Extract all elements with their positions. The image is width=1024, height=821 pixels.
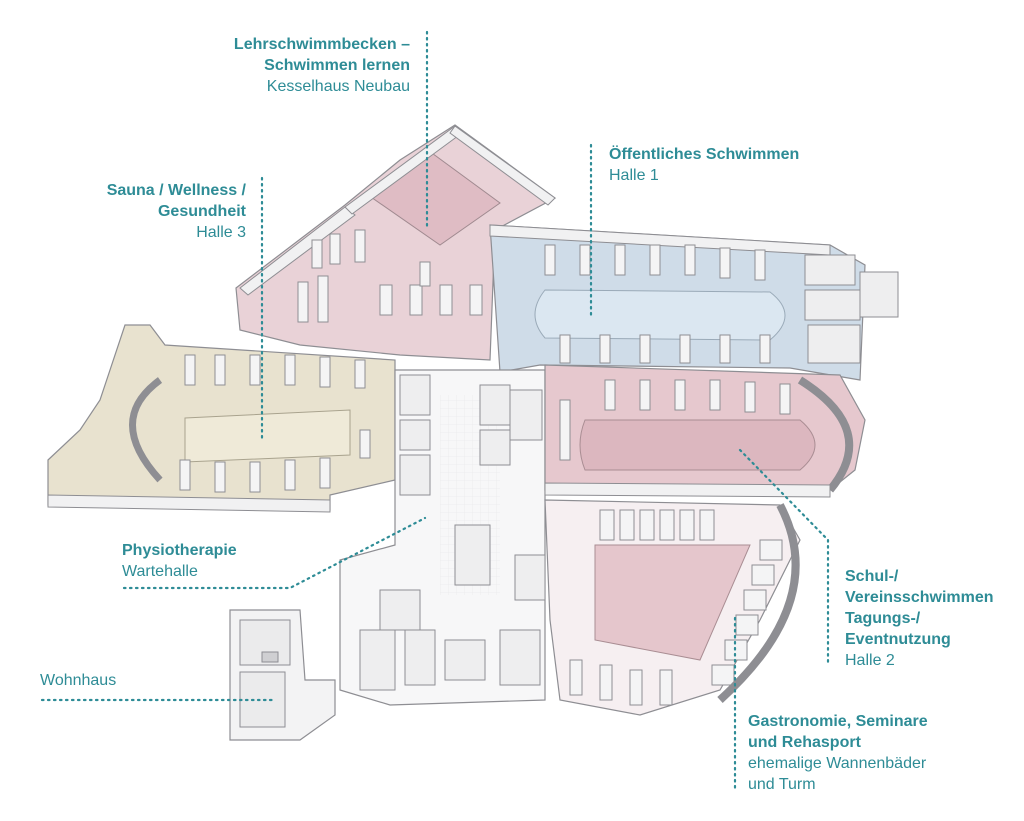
label-title: Lehrschwimmbecken – — [233, 36, 410, 53]
label-title: und Rehasport — [748, 734, 861, 751]
halle-1-side-rooms — [804, 254, 899, 364]
wohnhaus-fixture — [261, 651, 279, 663]
wohnhaus-building — [229, 609, 336, 741]
kesselhaus-columns — [297, 229, 483, 323]
halle-3-columns — [179, 354, 371, 493]
label-physio: Physiotherapie Wartehalle — [122, 540, 237, 582]
label-title: Schwimmen lernen — [264, 57, 410, 74]
label-title: Tagungs-/ — [845, 610, 921, 627]
central-hall — [339, 369, 546, 706]
label-subtitle: ehemalige Wannenbäder — [748, 755, 927, 772]
halle-3-curved-wall — [129, 377, 163, 483]
halle-2-pool — [579, 419, 816, 471]
kesselhaus-wall — [449, 125, 556, 206]
kesselhaus-wall — [239, 206, 356, 296]
leader-schul — [738, 448, 830, 667]
label-title: Gesundheit — [157, 203, 246, 220]
central-rooms — [359, 374, 546, 691]
label-subtitle: Kesselhaus Neubau — [266, 78, 410, 95]
leader-lines — [40, 30, 830, 792]
label-subtitle: Halle 1 — [609, 167, 659, 184]
label-title: Vereinsschwimmen — [845, 589, 994, 606]
label-subtitle: Halle 3 — [196, 224, 246, 241]
halle-1 — [489, 224, 899, 381]
halle-2-curved-wall — [797, 376, 854, 493]
gastronomie-wing — [544, 499, 801, 716]
halle-1-columns — [544, 244, 771, 364]
label-title: Sauna / Wellness / — [106, 182, 246, 199]
label-subtitle: Halle 2 — [845, 652, 895, 669]
label-title: Physiotherapie — [122, 542, 237, 559]
label-subtitle: und Turm — [748, 776, 816, 793]
halle-3-wall — [47, 494, 331, 513]
label-title: Gastronomie, Seminare — [748, 713, 928, 730]
halle-3 — [47, 324, 396, 513]
label-wohnhaus: Wohnhaus — [40, 670, 116, 691]
halle-2-wall — [544, 482, 831, 498]
label-title: Öffentliches Schwimmen — [609, 146, 800, 163]
label-oeffentlich: Öffentliches Schwimmen Halle 1 — [609, 144, 799, 186]
leader-physio — [122, 516, 427, 590]
gastronomie-curved-wall — [717, 503, 800, 703]
label-title: Schul-/ — [845, 568, 899, 585]
label-title: Wohnhaus — [40, 672, 117, 689]
halle-3-pool — [184, 409, 351, 463]
gastronomie-room — [594, 544, 751, 661]
label-lehrschwimmbecken: Lehrschwimmbecken – Schwimmen lernen Kes… — [234, 34, 410, 97]
label-schul: Schul-/ Vereinsschwimmen Tagungs-/ Event… — [845, 566, 994, 671]
halle-2 — [544, 364, 866, 498]
label-gastro: Gastronomie, Seminare und Rehasport ehem… — [748, 711, 928, 795]
label-title: Eventnutzung — [845, 631, 951, 648]
halle-1-pool — [534, 289, 786, 341]
halle-2-columns — [559, 379, 791, 461]
kesselhaus-wing — [235, 124, 557, 361]
label-subtitle: Wartehalle — [122, 563, 198, 580]
wannenbaeder-cabins — [569, 509, 783, 706]
label-sauna: Sauna / Wellness / Gesundheit Halle 3 — [107, 180, 246, 243]
